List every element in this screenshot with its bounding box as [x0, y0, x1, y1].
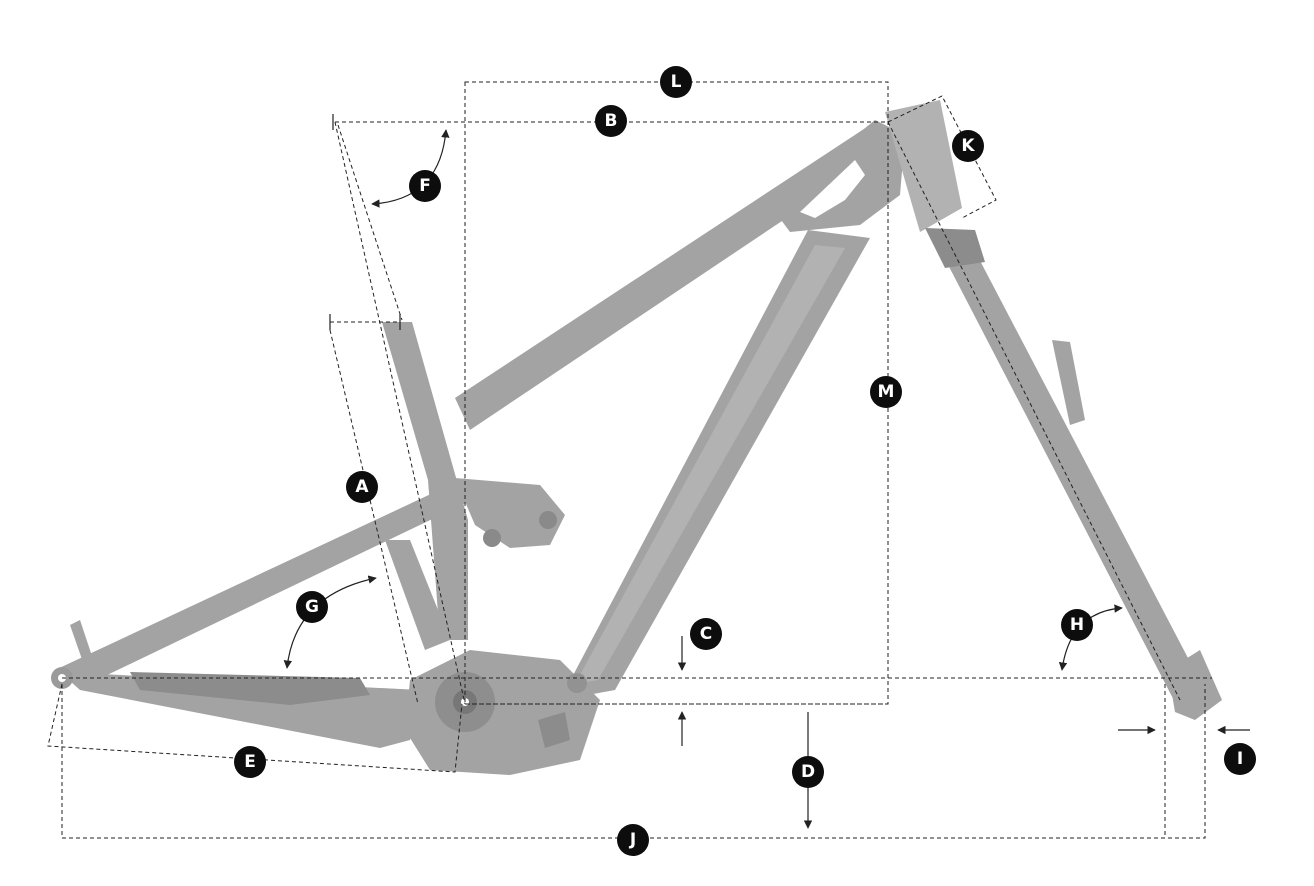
badge-k-text: K	[961, 136, 975, 156]
badge-m-text: M	[878, 382, 895, 402]
badge-g: G	[296, 591, 328, 623]
fork-brake-mount	[1052, 340, 1085, 425]
rocker-pivot	[483, 529, 501, 547]
badge-e: E	[234, 746, 266, 778]
j-line	[61, 684, 1206, 839]
badge-b-text: B	[605, 111, 618, 131]
badge-g-text: G	[305, 597, 319, 617]
main-pivot	[567, 673, 587, 693]
label-badges: A B C D E F G H I J K L M	[234, 66, 1256, 856]
badge-m: M	[870, 376, 902, 408]
motor-housing	[405, 650, 600, 775]
badge-e-text: E	[244, 752, 256, 772]
rocker-pivot-2	[539, 511, 557, 529]
badge-j: J	[617, 824, 649, 856]
fork-dropout	[1168, 650, 1222, 720]
head-tube	[885, 100, 962, 232]
badge-d-text: D	[801, 762, 815, 782]
badge-j-text: J	[629, 830, 636, 850]
badge-b: B	[595, 105, 627, 137]
badge-d: D	[792, 756, 824, 788]
seat-stay	[55, 478, 472, 688]
badge-l-text: L	[671, 72, 682, 92]
badge-k: K	[952, 130, 984, 162]
bike-frame-illustration	[51, 100, 1222, 775]
fork-crown	[925, 228, 985, 268]
badge-f: F	[409, 170, 441, 202]
a-left	[329, 329, 419, 705]
fork-stanchion	[930, 230, 1210, 712]
head-angle-line	[887, 121, 1181, 701]
derailleur-hanger	[70, 620, 95, 668]
linkage-strut	[385, 540, 450, 650]
badge-a-text: A	[355, 477, 369, 497]
down-tube-highlight	[575, 245, 845, 684]
badge-c-text: C	[700, 624, 712, 644]
badge-h-text: H	[1070, 615, 1084, 635]
badge-l: L	[660, 66, 692, 98]
seat-angle-line	[334, 121, 466, 705]
badge-i-text: I	[1237, 749, 1243, 769]
badge-a: A	[346, 471, 378, 503]
k-box	[887, 95, 997, 219]
seat-tube-line	[337, 124, 403, 321]
chainstay-guard	[130, 672, 370, 705]
rocker-link	[455, 478, 565, 548]
motor-vent	[538, 712, 570, 748]
head-gusset	[770, 120, 905, 232]
badge-c: C	[690, 618, 722, 650]
badge-f-text: F	[419, 176, 431, 196]
badge-h: H	[1061, 609, 1093, 641]
gusset-window	[800, 160, 865, 218]
badge-i: I	[1224, 743, 1256, 775]
g-arc	[283, 575, 377, 669]
seat-tube	[382, 322, 468, 640]
